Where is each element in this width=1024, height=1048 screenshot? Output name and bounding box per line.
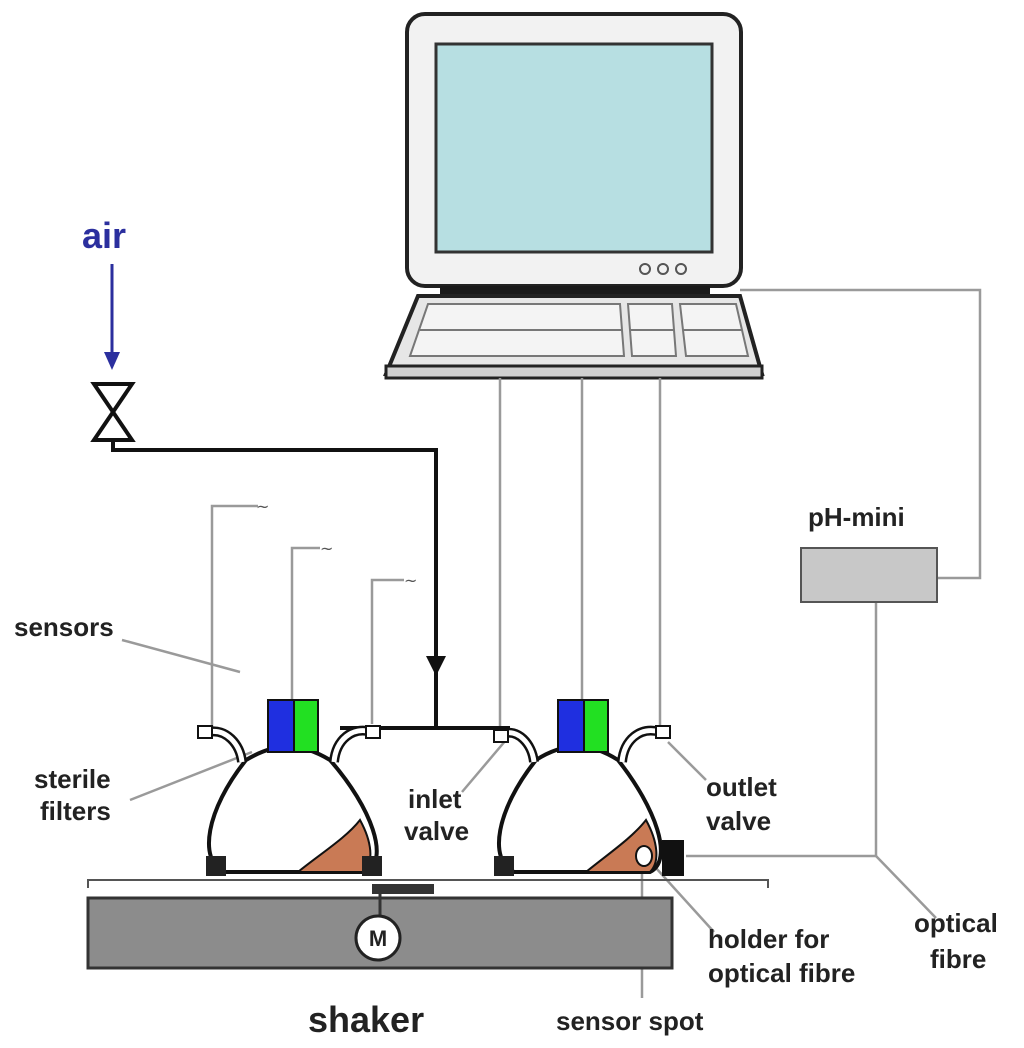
motor-icon (354, 914, 402, 962)
outlet-valve (655, 725, 671, 739)
holder-label-line1: holder for (708, 924, 829, 954)
flask-right (493, 699, 684, 876)
monitor-screen (434, 42, 714, 254)
inlet-valve (493, 729, 509, 743)
sterile-filters-label-line2: filters (40, 796, 111, 826)
flask-clamp (206, 856, 226, 876)
sensor-blue (557, 699, 585, 753)
optical-fibre-holder (662, 840, 684, 876)
sensor-green (293, 699, 319, 753)
ph-mini-label: pH-mini (808, 502, 905, 532)
sensor-green (583, 699, 609, 753)
flask-clamp (362, 856, 382, 876)
svg-text:~: ~ (256, 497, 269, 516)
valve-icon (90, 382, 136, 442)
air-flow-arrow-icon (426, 656, 446, 676)
sterile-filter (197, 725, 213, 739)
optical-fibre-label-line2: fibre (930, 944, 986, 974)
computer (383, 12, 765, 380)
svg-text:~: ~ (404, 571, 417, 590)
wavy-line-ends: ~ ~ ~ (256, 497, 417, 590)
motor-label: M (369, 926, 387, 951)
keyboard-base (384, 364, 764, 380)
outlet-valve-label-line1: outlet (706, 772, 777, 802)
flask-left (197, 699, 382, 876)
monitor-stand (440, 286, 710, 296)
svg-text:~: ~ (320, 539, 333, 558)
flask-clamp (494, 856, 514, 876)
sensor-spot (635, 845, 653, 867)
monitor-button-icon (639, 263, 651, 275)
air-arrow-head-icon (104, 352, 120, 370)
shaker-platform (87, 879, 769, 888)
air-label: air (82, 215, 126, 256)
air-pipe (111, 440, 438, 728)
sterile-filters-label-line1: sterile (34, 764, 111, 794)
sensors-label: sensors (14, 612, 114, 642)
keyboard-keys (408, 303, 750, 357)
ph-mini-box (800, 547, 938, 603)
inlet-valve-label-line1: inlet (408, 784, 462, 814)
shaker-label: shaker (308, 999, 424, 1040)
holder-label-line2: optical fibre (708, 958, 855, 988)
monitor-button-icon (675, 263, 687, 275)
sterile-filter (365, 725, 381, 739)
sensor-blue (267, 699, 295, 753)
sensor-spot-label: sensor spot (556, 1006, 704, 1036)
shaker (86, 879, 769, 970)
monitor-button-icon (657, 263, 669, 275)
inlet-valve-label-line2: valve (404, 816, 469, 846)
signal-lines (121, 288, 982, 998)
shaker-coupling (372, 884, 434, 894)
optical-fibre-label-line1: optical (914, 908, 998, 938)
outlet-valve-label-line2: valve (706, 806, 771, 836)
air-supply (90, 264, 510, 730)
